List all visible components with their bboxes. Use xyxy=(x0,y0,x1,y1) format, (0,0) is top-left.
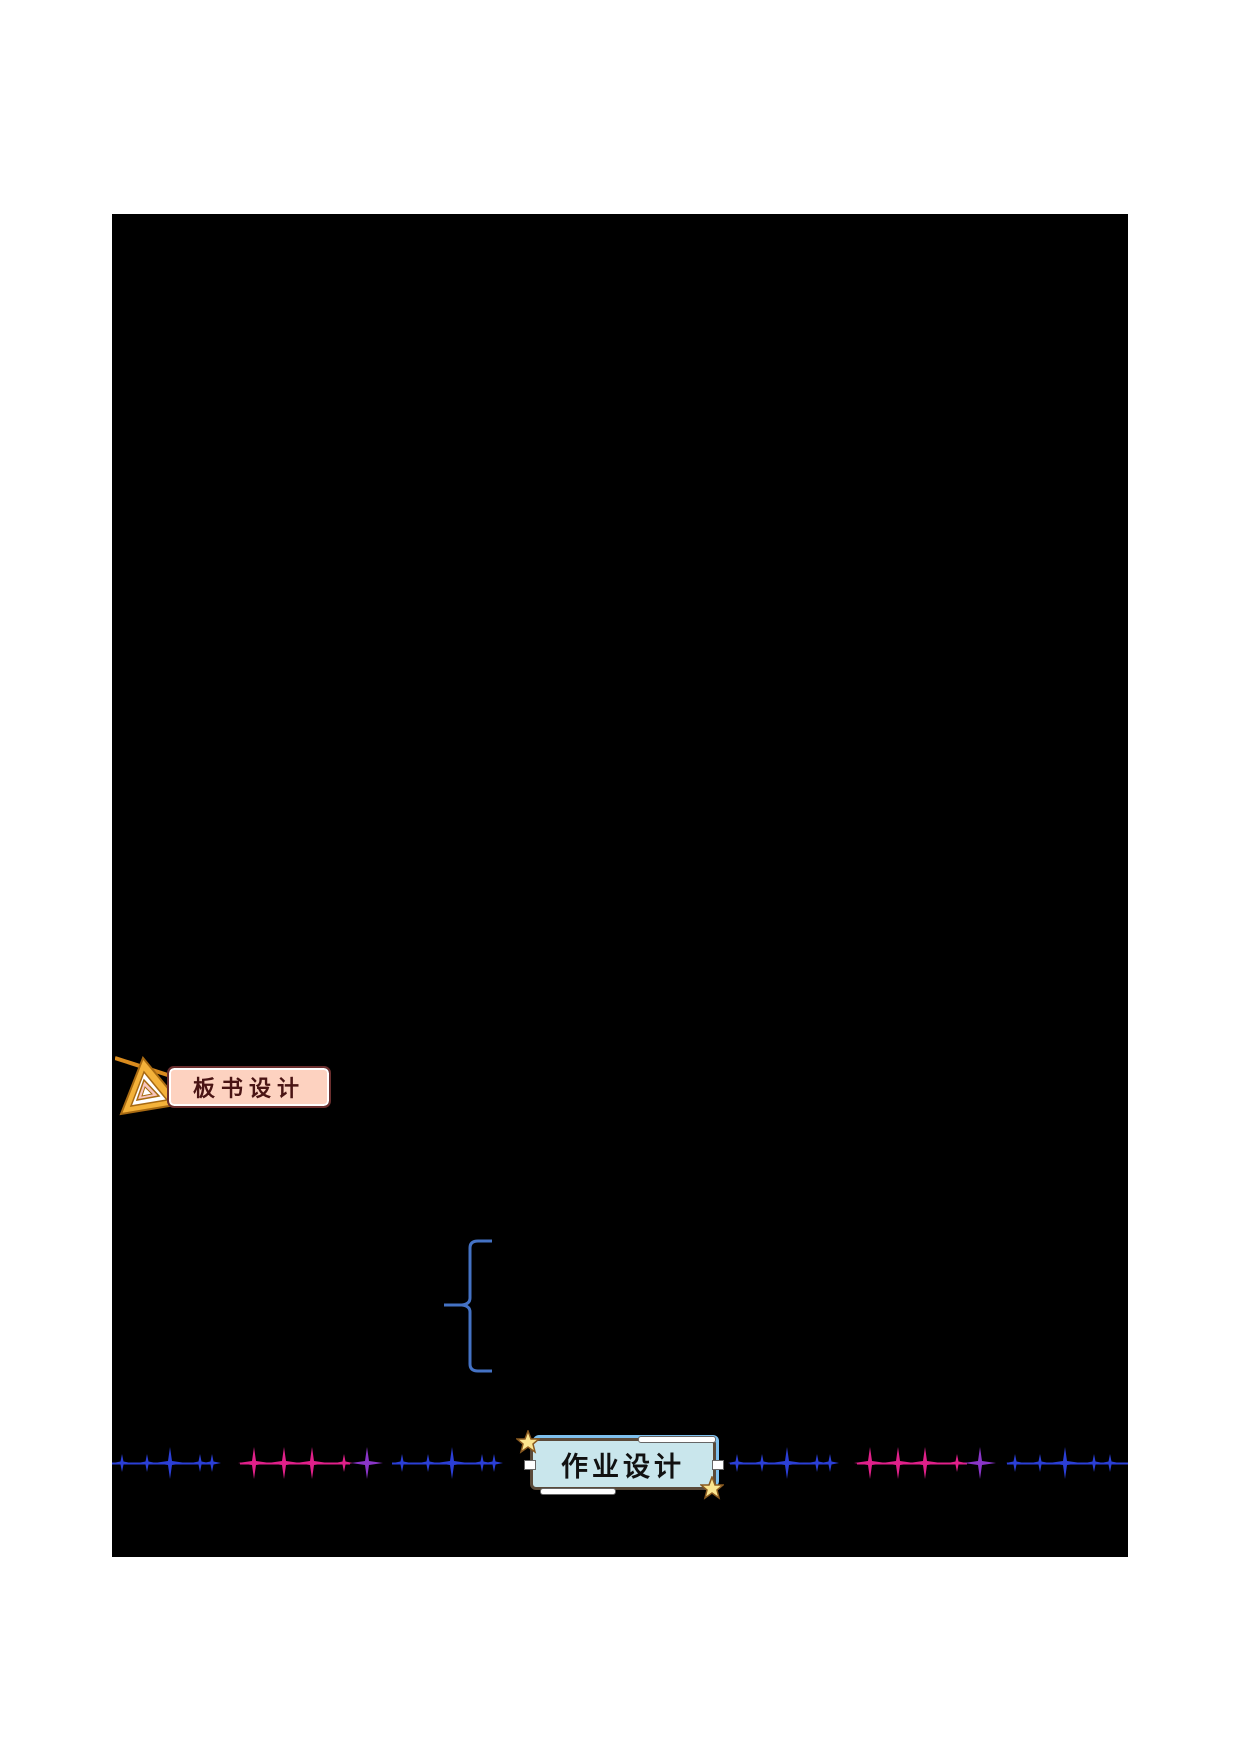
triangle-ruler-icon xyxy=(115,1056,183,1116)
decor-bar xyxy=(540,1488,616,1495)
decor-tab xyxy=(712,1460,724,1470)
content-area xyxy=(112,214,1128,1557)
decor-bar xyxy=(638,1436,716,1443)
star-icon xyxy=(516,1430,540,1454)
sparkle-line-icon xyxy=(112,1447,1128,1479)
board-design-heading: 板书设计 xyxy=(115,1056,335,1118)
homework-design-heading: 作业设计 xyxy=(516,1430,728,1502)
board-design-label: 板书设计 xyxy=(167,1066,331,1108)
curly-brace-icon xyxy=(444,1239,492,1373)
homework-design-label: 作业设计 xyxy=(530,1438,716,1490)
decor-tab xyxy=(524,1460,536,1470)
star-icon xyxy=(700,1476,724,1500)
